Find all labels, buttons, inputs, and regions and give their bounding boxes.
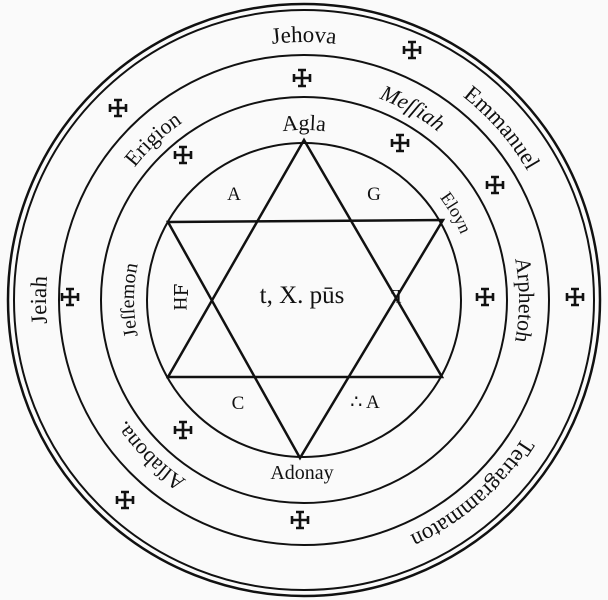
outer-name-jeiah: Jeiah — [26, 275, 52, 325]
outer-circle-inner-line — [13, 9, 595, 591]
cross-potent-icon — [173, 420, 193, 440]
outer-circle — [6, 2, 602, 598]
hexagram-down-triangle — [165, 218, 446, 461]
hexagram-center-inscription: t, X. pūs — [260, 282, 345, 309]
outer-name-emmanuel: Emmanuel — [459, 81, 544, 174]
inner-circle — [146, 142, 462, 458]
cross-potent-icon — [475, 287, 495, 307]
hexagram-up-triangle — [165, 137, 445, 379]
middle-name-erigion: Erigion — [119, 106, 185, 170]
crosses-group — [60, 40, 585, 530]
outer-name-jehova: Jehova — [270, 22, 338, 49]
cross-potent-icon — [565, 287, 585, 307]
inner-name-adonay: Adonay — [270, 462, 333, 484]
cross-potent-icon — [290, 510, 310, 530]
hexagram-letter-g: G — [367, 184, 381, 205]
cross-potent-icon — [60, 287, 80, 307]
second-circle — [58, 54, 550, 546]
middle-name-messiah: Meſſiah — [376, 79, 450, 136]
cross-potent-icon — [173, 145, 193, 165]
third-circle — [100, 96, 508, 504]
hexagram-letter-h: ℲH — [169, 284, 190, 311]
hexagram-letter-c: C — [232, 393, 245, 414]
inner-name-agla: Agla — [281, 110, 327, 136]
cross-potent-icon — [115, 490, 135, 510]
hexagram-letter-therefore-a: ∴ A — [350, 392, 380, 413]
inner-name-jessemon: Jeſſemon — [117, 261, 143, 339]
cross-potent-icon — [485, 175, 505, 195]
cross-potent-icon — [402, 40, 422, 60]
cross-potent-icon — [292, 68, 312, 88]
hexagram-letter-l: L — [390, 285, 402, 306]
middle-name-arphetoh: Arphetoh — [510, 256, 539, 345]
cross-potent-icon — [108, 98, 128, 118]
inner-name-eloyn: Eloyn — [436, 188, 475, 236]
hexagram-letter-a: A — [227, 184, 241, 205]
cross-potent-icon — [390, 133, 410, 153]
